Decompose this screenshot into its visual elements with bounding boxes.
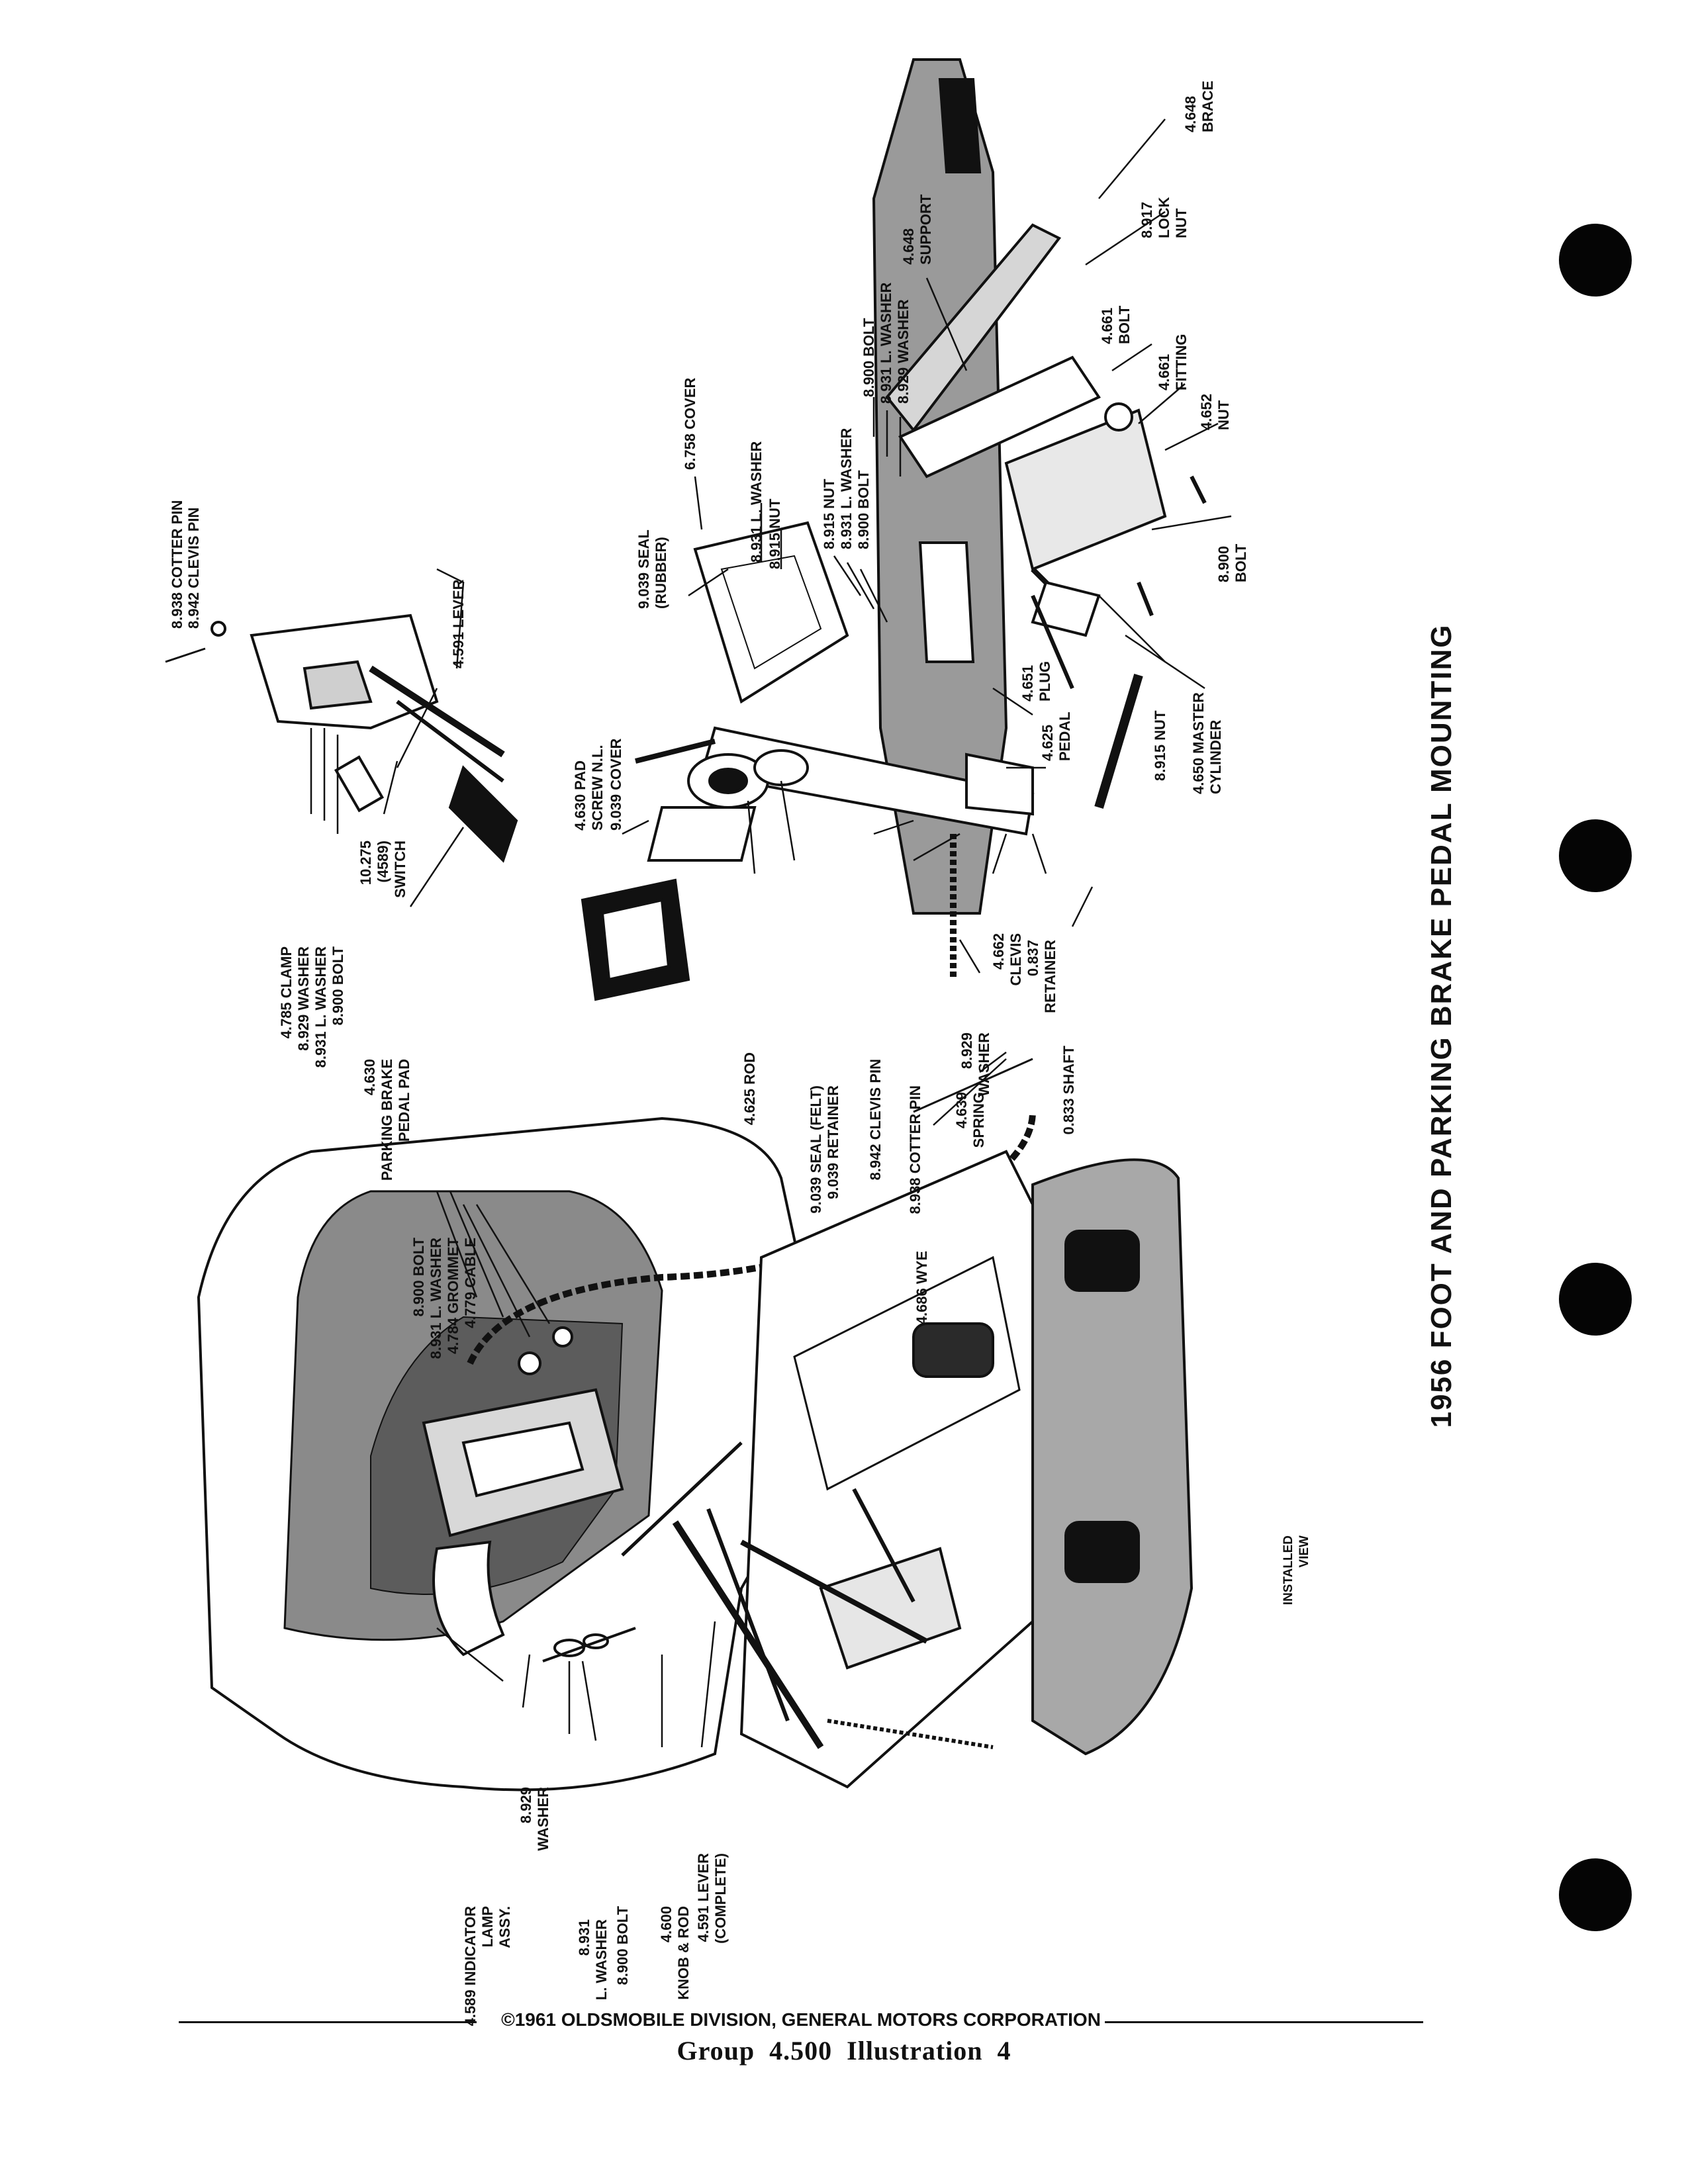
label-plug-2: PLUG xyxy=(1037,661,1053,702)
label-shaft-0833: 0.833 SHAFT xyxy=(1060,1045,1077,1134)
label-pb-pad-3: PEDAL PAD xyxy=(396,1059,412,1142)
label-lwasher-8931-b: 8.931 L. WASHER xyxy=(748,441,765,563)
label-washer-8929-f-1: 8.929 xyxy=(959,1032,975,1069)
label-seal-felt: 9.039 SEAL (FELT) xyxy=(808,1085,824,1214)
label-seal-rubber-1: 9.039 SEAL xyxy=(635,529,652,609)
label-pb-pad-2: PARKING BRAKE xyxy=(379,1059,395,1181)
label-lwasher-8931-a: 8.931 L. WASHER xyxy=(312,946,329,1068)
label-spring-2: SPRING xyxy=(970,1092,987,1148)
label-screw-nl: SCREW N.L. xyxy=(589,745,606,831)
label-seal-rubber-2: (RUBBER) xyxy=(653,537,669,609)
label-cover-6758: 6.758 COVER xyxy=(682,377,698,470)
label-support-1: 4.648 xyxy=(900,228,917,265)
label-rod-4625: 4.625 ROD xyxy=(741,1052,758,1125)
label-master-cyl-2: CYLINDER xyxy=(1207,719,1224,794)
label-retainer-0837-2: RETAINER xyxy=(1042,940,1058,1013)
label-switch-2: (4589) xyxy=(375,841,391,883)
label-bolt-8900-c: 8.900 BOLT xyxy=(855,470,872,549)
label-nut-4652-1: 4.652 xyxy=(1198,394,1215,430)
label-lwasher-8931-g: 8.931 L. WASHER xyxy=(428,1238,444,1359)
label-bolt-8900-g: 8.900 BOLT xyxy=(410,1237,427,1316)
label-washer-8929-a: 8.929 WASHER xyxy=(295,946,312,1051)
label-bolt-8900-a: 8.900 BOLT xyxy=(330,946,346,1025)
leader-lines xyxy=(310,118,1232,1748)
label-washer-8929-d: 8.929 WASHER xyxy=(895,299,912,404)
label-switch-1: 10.275 xyxy=(357,841,374,885)
label-lever-complete-1: 4.591 LEVER xyxy=(695,1853,712,1942)
label-retainer-0837-1: 0.837 xyxy=(1025,940,1041,976)
copyright-line: ©1961 OLDSMOBILE DIVISION, GENERAL MOTOR… xyxy=(179,2009,1423,2036)
label-clevis-pin-8942: 8.942 CLEVIS PIN xyxy=(867,1059,884,1180)
label-brace-2: BRACE xyxy=(1199,81,1216,132)
label-installed-view-2: VIEW xyxy=(1297,1535,1311,1568)
page-title: 1956 FOOT AND PARKING BRAKE PEDAL MOUNTI… xyxy=(1425,623,1458,1428)
label-bolt-4661-1: 4.661 xyxy=(1099,308,1115,344)
copyright-text: ©1961 OLDSMOBILE DIVISION, GENERAL MOTOR… xyxy=(497,2009,1105,2030)
label-indicator-3: ASSY. xyxy=(496,1906,513,1948)
punch-hole-3 xyxy=(1559,1263,1632,1336)
label-wye: 4.686 WYE xyxy=(914,1251,930,1324)
label-lwasher-8931-c: 8.931 L. WASHER xyxy=(838,428,855,549)
label-knob-rod-1: 4.600 xyxy=(658,1906,675,1942)
label-nut-8915-c: 8.915 NUT xyxy=(821,478,837,549)
label-pedal-2: PEDAL xyxy=(1056,711,1073,761)
label-cotter-pin-8938: 8.938 COTTER PIN xyxy=(907,1085,923,1214)
punch-hole-2 xyxy=(1559,819,1632,892)
label-indicator-2: LAMP xyxy=(479,1906,496,1947)
label-installed-view-1: INSTALLED xyxy=(1282,1535,1295,1605)
label-pedal-1: 4.625 xyxy=(1039,725,1056,761)
group-illustration-caption: Group 4.500 Illustration 4 xyxy=(677,2036,1011,2066)
label-clevis-4662-1: 4.662 xyxy=(990,933,1007,970)
label-support-2: SUPPORT xyxy=(917,194,934,265)
label-lwasher-8931-d: 8.931 L. WASHER xyxy=(878,282,894,404)
label-washer-8929-h-2: WASHER xyxy=(535,1787,551,1851)
label-lock-nut-2: LOCK xyxy=(1156,197,1172,238)
label-brace-1: 4.648 xyxy=(1182,96,1199,132)
label-nut-8915-e: 8.915 NUT xyxy=(1152,710,1168,781)
part-labels: 8.938 COTTER PIN 8.942 CLEVIS PIN 4.591 … xyxy=(169,81,1458,2026)
label-lever-complete-2: (COMPLETE) xyxy=(712,1853,729,1944)
punch-hole-4 xyxy=(1559,1858,1632,1931)
label-washer-8929-h-1: 8.929 xyxy=(518,1787,534,1823)
label-clamp: 4.785 CLAMP xyxy=(278,946,295,1038)
label-pb-pad-1: 4.630 xyxy=(361,1059,378,1095)
label-cotter-pin-top: 8.938 COTTER PIN xyxy=(169,500,185,629)
label-nut-4652-2: NUT xyxy=(1215,400,1232,430)
label-fitting-4661-2: FITTING xyxy=(1173,334,1190,390)
installed-view-drawing xyxy=(197,1058,1194,1792)
label-fitting-4661-1: 4.661 xyxy=(1156,354,1172,390)
label-bolt-8900-e-1: 8.900 xyxy=(1215,546,1232,582)
label-lever-4591: 4.591 LEVER xyxy=(450,579,467,668)
label-knob-rod-2: KNOB & ROD xyxy=(675,1906,692,2000)
label-cable: 4.779 CABLE xyxy=(462,1238,479,1328)
label-nut-8915-b: 8.915 NUT xyxy=(767,498,783,569)
label-pad-4630: 4.630 PAD xyxy=(572,760,588,831)
punch-hole-1 xyxy=(1559,224,1632,296)
label-lock-nut-3: NUT xyxy=(1173,208,1190,238)
label-bolt-4661-2: BOLT xyxy=(1116,305,1133,344)
label-clevis-pin-top: 8.942 CLEVIS PIN xyxy=(185,508,202,629)
copyright-rule-right xyxy=(1072,2021,1423,2023)
copyright-rule-left xyxy=(179,2021,477,2023)
label-grommet: 4.784 GROMMET xyxy=(445,1237,461,1354)
label-switch-3: SWITCH xyxy=(392,841,408,898)
label-lock-nut-1: 8.917 xyxy=(1139,202,1155,238)
label-cover-9039: 9.039 COVER xyxy=(608,738,624,831)
label-lwasher-8931-h-2: L. WASHER xyxy=(593,1919,610,2000)
label-spring-1: 4.639 xyxy=(953,1092,970,1128)
label-indicator-1: 4.589 INDICATOR xyxy=(462,1906,479,2026)
label-washer-8929-f-2: WASHER xyxy=(976,1032,992,1097)
label-bolt-8900-e-2: BOLT xyxy=(1233,543,1249,582)
label-lwasher-8931-h-1: 8.931 xyxy=(576,1919,592,1956)
label-retainer-9039: 9.039 RETAINER xyxy=(825,1085,841,1199)
exploded-view-drawing xyxy=(165,58,1207,1001)
label-bolt-8900-d: 8.900 BOLT xyxy=(861,318,877,397)
label-bolt-8900-h: 8.900 BOLT xyxy=(614,1905,631,1985)
label-master-cyl-1: 4.650 MASTER xyxy=(1190,692,1207,794)
label-clevis-4662-2: CLEVIS xyxy=(1008,933,1024,985)
label-plug-1: 4.651 xyxy=(1019,665,1036,702)
